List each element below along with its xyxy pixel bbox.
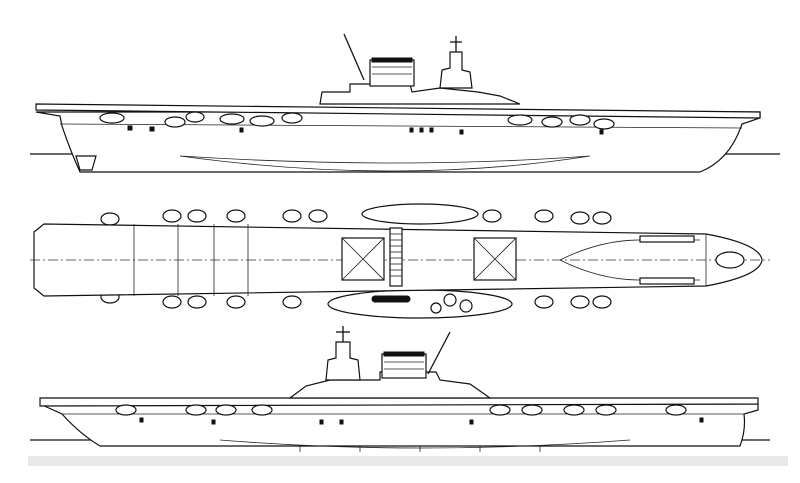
turret-plan <box>459 299 473 313</box>
rudder <box>75 155 97 171</box>
flight-deck <box>39 397 759 407</box>
bridge-tower <box>439 51 473 89</box>
porthole-row <box>127 125 604 135</box>
sponson <box>541 116 563 128</box>
hull <box>39 403 759 447</box>
funnel-cap <box>383 351 425 357</box>
bow-detail <box>715 251 745 269</box>
sponson <box>569 114 591 126</box>
plan-sponsons-upper <box>100 203 612 226</box>
bridge-tower <box>325 341 361 381</box>
sponson <box>249 115 275 127</box>
island-funnel-plan <box>371 295 411 303</box>
sponson <box>164 116 186 128</box>
barrier-grid <box>389 227 403 287</box>
sponson <box>185 111 205 123</box>
funnel <box>369 59 415 87</box>
island-base <box>319 83 521 105</box>
funnel <box>381 353 427 379</box>
torpedo-bulge <box>219 439 631 449</box>
ground-shadow <box>28 456 788 466</box>
sponson <box>593 118 615 130</box>
keel-marks <box>299 446 541 452</box>
profile-view-top <box>30 33 780 173</box>
sponson <box>281 112 303 124</box>
turret-plan <box>430 302 442 314</box>
barrier-lines <box>390 233 402 277</box>
funnel-cap <box>371 57 413 63</box>
catapult-port <box>639 235 695 243</box>
sponson <box>99 112 125 124</box>
sponson <box>507 114 533 126</box>
plan-view <box>30 203 770 319</box>
sponson <box>219 113 245 125</box>
aerial-boom <box>427 331 451 375</box>
sponson-row <box>99 111 615 130</box>
sponson-row <box>115 404 687 416</box>
porthole-row <box>139 417 704 425</box>
turret-plan <box>443 293 457 307</box>
profile-view-bottom <box>28 326 788 466</box>
catapult-starboard <box>639 277 695 285</box>
aerial-boom <box>343 33 365 81</box>
torpedo-bulge <box>179 155 591 172</box>
catapult-tracks <box>559 239 700 281</box>
